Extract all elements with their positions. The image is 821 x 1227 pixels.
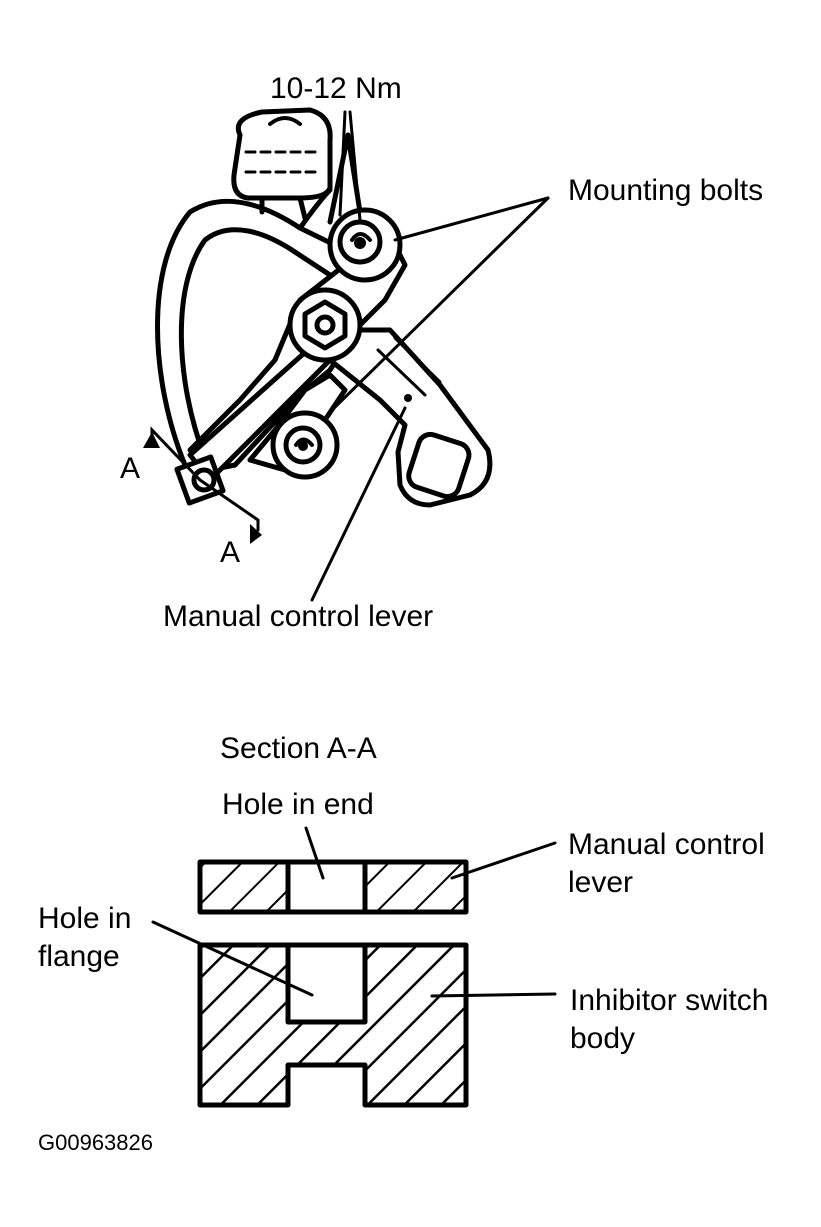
switch-body-label: Inhibitor switch body (570, 982, 768, 1058)
leader-manual-lever (310, 406, 407, 602)
switch-body-line2: body (570, 1022, 636, 1055)
switch-assembly-drawing (155, 107, 493, 508)
section-title: Section A-A (220, 732, 377, 765)
torque-label: 10-12 Nm (270, 72, 402, 105)
switch-body-cross-section (197, 942, 469, 1108)
section-mark-upper: A (120, 452, 141, 485)
leader-hole-in-end (304, 826, 325, 880)
section-cut-lower (198, 478, 260, 532)
leader-torque-right (348, 110, 362, 222)
lower-mounting-bolt (270, 410, 340, 480)
switch-sector-arm (155, 187, 348, 468)
section-view-drawing (197, 859, 469, 1108)
section-lever-label: Manual control lever (568, 826, 765, 902)
mounting-bolts-label: Mounting bolts (568, 174, 764, 207)
leader-mounting-bolts-upper (393, 196, 550, 242)
upper-mounting-bolt (327, 207, 403, 283)
lever-cross-section (197, 859, 469, 915)
manual-control-lever-part (187, 327, 493, 508)
hole-in-flange-line1: Hole in (38, 902, 132, 935)
manual-control-lever-label: Manual control lever (163, 600, 434, 633)
hole-in-flange-line2: flange (38, 940, 120, 973)
section-view-leaders (151, 826, 557, 998)
section-lever-line1: Manual control (568, 828, 765, 861)
leader-switch-body (430, 992, 557, 998)
figure-code: G00963826 (38, 1130, 153, 1155)
section-lever-line2: lever (568, 866, 634, 899)
hole-in-flange-label: Hole in flange (38, 900, 131, 976)
leader-hole-in-flange (151, 920, 314, 997)
leader-mounting-bolts-lower (328, 196, 550, 414)
leader-torque-left (338, 110, 347, 217)
switch-body-line1: Inhibitor switch (570, 984, 769, 1017)
top-view-leaders (143, 110, 550, 602)
lever-hub-nut (287, 287, 363, 363)
section-mark-lower: A (220, 536, 241, 569)
leader-section-lever (450, 841, 557, 880)
hole-in-end-label: Hole in end (222, 788, 374, 821)
